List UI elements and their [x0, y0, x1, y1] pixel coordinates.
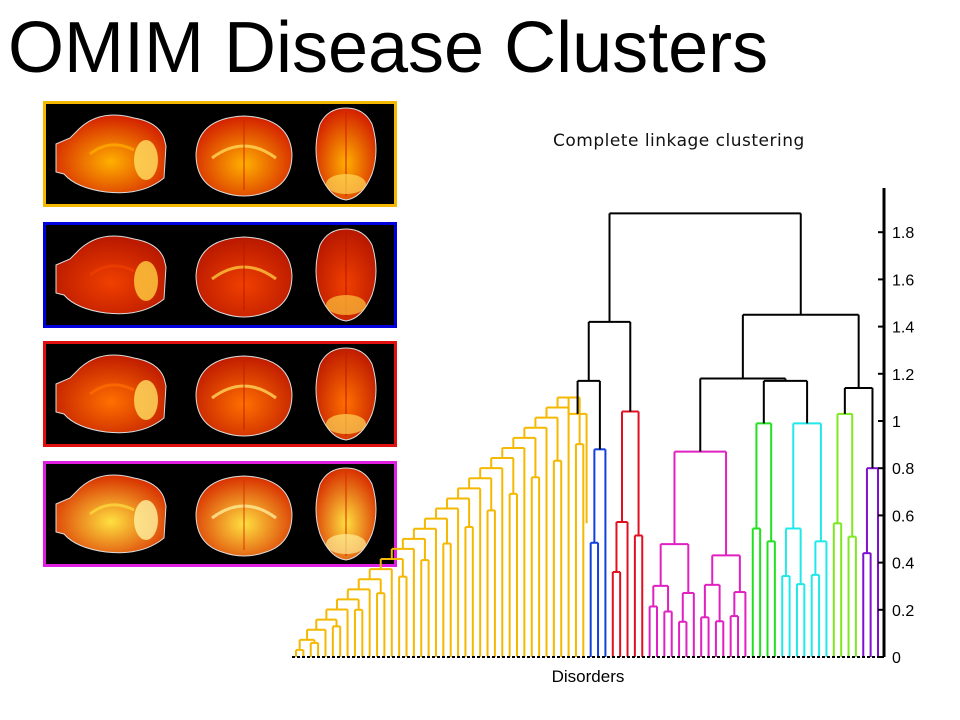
y-tick-label: 1.8	[892, 225, 914, 242]
y-tick-label: 1.6	[892, 272, 914, 289]
y-tick-label: 0.6	[892, 508, 914, 525]
y-tick-label: 1.4	[892, 320, 914, 337]
y-tick-label: 0	[892, 650, 901, 667]
brain-panel-4	[43, 461, 397, 567]
distance-axis: 0 0.2 0.4 0.6 0.8 1 1.2 1.4 1.6 1.8	[878, 188, 914, 667]
clustering-method-label: Complete linkage clustering	[553, 131, 805, 151]
y-tick-label: 0.4	[892, 556, 914, 573]
brain-panel-2	[43, 222, 397, 328]
y-tick-label: 0.2	[892, 603, 914, 620]
slide-title: OMIM Disease Clusters	[8, 8, 769, 88]
y-tick-label: 1.2	[892, 367, 914, 384]
brain-panel-3	[43, 341, 397, 447]
brain-panel-1	[43, 101, 397, 207]
dendrogram-tree	[292, 212, 884, 658]
y-tick-label: 0.8	[892, 461, 914, 478]
y-tick-label: 1	[892, 414, 901, 431]
x-axis-label: Disorders	[552, 667, 625, 686]
